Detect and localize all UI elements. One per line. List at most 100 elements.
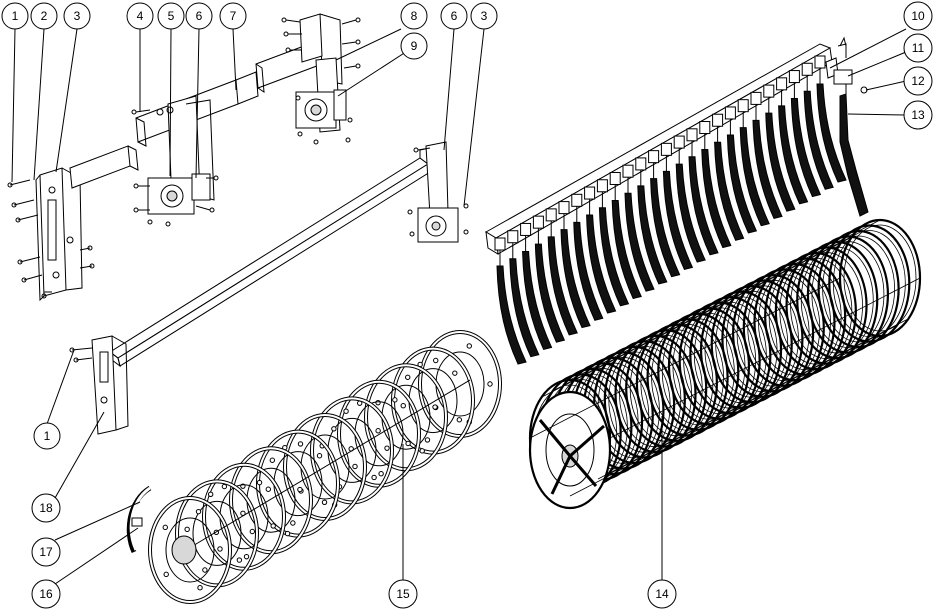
right-upper-bracket xyxy=(295,13,347,133)
tine xyxy=(699,121,732,249)
loose-blade-segment xyxy=(126,485,152,554)
bolt-set-center xyxy=(131,109,219,227)
leader-line-9 xyxy=(337,47,413,97)
leader-line-12 xyxy=(865,80,907,91)
tine xyxy=(814,55,847,183)
tine xyxy=(724,106,758,234)
tine xyxy=(494,237,527,365)
leader-line-5 xyxy=(169,28,172,177)
tine xyxy=(622,164,655,292)
leader-line-17 xyxy=(54,501,141,541)
callout-8: 8 xyxy=(400,2,428,30)
tine xyxy=(673,135,706,263)
tine xyxy=(558,201,591,329)
roller-blade xyxy=(148,496,232,604)
leader-line-11 xyxy=(847,51,907,77)
tine xyxy=(596,179,630,307)
tine-row xyxy=(494,55,847,365)
svg-text:13: 13 xyxy=(911,108,925,122)
callout-10: 10 xyxy=(903,1,933,31)
left-mounting-bracket xyxy=(35,167,83,302)
callout-1b: 1 xyxy=(33,422,61,450)
svg-text:10: 10 xyxy=(911,9,925,23)
svg-text:2: 2 xyxy=(41,9,48,23)
svg-text:7: 7 xyxy=(230,9,237,23)
svg-text:9: 9 xyxy=(411,39,418,53)
roller-bars xyxy=(529,219,921,497)
leader-line-6 xyxy=(195,28,200,179)
right-bearing-plate xyxy=(407,147,469,243)
tine xyxy=(686,128,719,256)
bolt-set-left xyxy=(7,179,95,299)
bolt-set-right-upper xyxy=(281,17,361,145)
callout-5: 5 xyxy=(157,2,185,30)
tine xyxy=(584,186,617,314)
blade-roller-shaft xyxy=(171,379,471,565)
callout-16: 16 xyxy=(31,579,61,609)
tine xyxy=(532,215,566,343)
svg-text:18: 18 xyxy=(39,501,53,515)
tine xyxy=(737,99,770,227)
tine xyxy=(635,157,668,285)
tine xyxy=(776,77,809,205)
tine xyxy=(520,222,553,351)
callout-18: 18 xyxy=(31,493,61,523)
svg-text:4: 4 xyxy=(137,9,144,23)
callout-3b: 3 xyxy=(470,2,498,30)
leader-line-7 xyxy=(232,28,237,91)
leader-line-2 xyxy=(33,28,45,181)
svg-text:1: 1 xyxy=(44,429,51,443)
svg-text:16: 16 xyxy=(39,587,53,601)
tine xyxy=(763,84,796,212)
callout-12: 12 xyxy=(903,66,933,96)
callout-6: 6 xyxy=(185,2,213,30)
callout-2: 2 xyxy=(30,2,58,30)
tine xyxy=(801,62,834,190)
svg-text:11: 11 xyxy=(912,41,925,55)
callout-13: 13 xyxy=(903,100,933,130)
tine xyxy=(712,113,745,241)
tine xyxy=(660,142,694,270)
square-tube-left xyxy=(69,145,139,189)
callout-4: 4 xyxy=(126,2,154,30)
leader-line-3 xyxy=(55,28,78,173)
tine xyxy=(750,91,783,219)
tine xyxy=(609,171,642,300)
svg-text:14: 14 xyxy=(655,587,669,601)
callout-3: 3 xyxy=(63,2,91,30)
leader-line-1 xyxy=(11,28,16,183)
leader-line-3b xyxy=(463,28,485,207)
center-bearing-housing xyxy=(147,173,211,215)
callout-11: 11 xyxy=(903,33,933,63)
callout-15: 15 xyxy=(388,579,418,609)
roller-end-disc xyxy=(528,390,612,510)
leader-line-10 xyxy=(829,28,907,69)
leader-line-6b xyxy=(443,28,455,151)
tine xyxy=(788,70,822,198)
rear-cross-frame xyxy=(109,141,449,368)
left-frame-leg xyxy=(69,335,129,435)
svg-text:15: 15 xyxy=(396,587,410,601)
callout-9: 9 xyxy=(400,32,428,60)
callout-6b: 6 xyxy=(440,2,468,30)
svg-text:8: 8 xyxy=(411,9,418,23)
callout-17: 17 xyxy=(31,537,61,567)
svg-text:12: 12 xyxy=(911,74,925,88)
leader-line-18 xyxy=(54,411,105,499)
tine xyxy=(507,230,540,358)
callout-7: 7 xyxy=(219,2,247,30)
spare-tine-assembly xyxy=(825,36,869,217)
tine xyxy=(571,193,604,321)
svg-text:3: 3 xyxy=(74,9,81,23)
leader-line-13 xyxy=(847,113,907,116)
spiral-blade-roller xyxy=(148,330,502,604)
leader-line-16 xyxy=(54,527,139,585)
svg-text:17: 17 xyxy=(39,545,53,559)
svg-text:6: 6 xyxy=(196,9,203,23)
callout-14: 14 xyxy=(647,579,677,609)
svg-text:3: 3 xyxy=(481,9,488,23)
svg-text:6: 6 xyxy=(451,9,458,23)
